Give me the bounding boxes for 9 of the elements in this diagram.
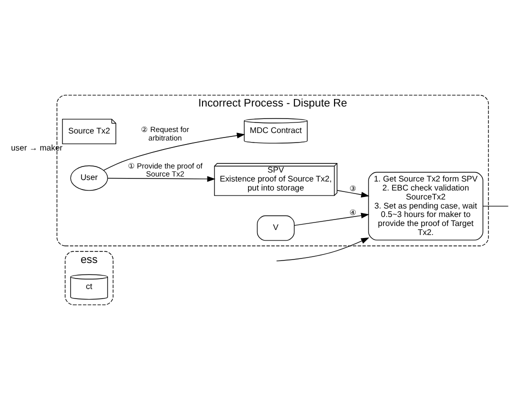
arrow [103,132,246,171]
edge-label: ④ [349,208,356,217]
edge-label: ② Request for arbitration [141,125,190,142]
edge-label: ③ [349,184,356,193]
arrow [294,212,370,226]
arrow [336,190,370,198]
edge-label: ① Provide the proof of Source Tx2 [128,161,202,179]
arrow [108,176,216,182]
arrow [276,238,370,262]
